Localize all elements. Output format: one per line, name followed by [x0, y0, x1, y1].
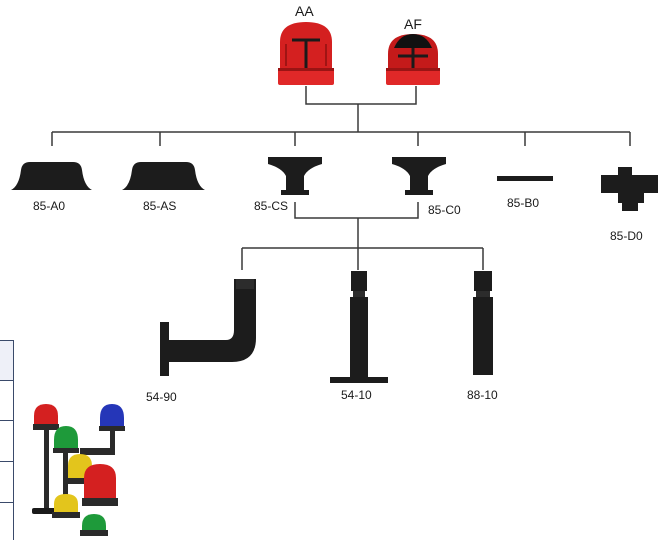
pole-54-90-icon: [160, 279, 256, 376]
pole-54-10-icon: [330, 271, 388, 383]
table-header-fill: [0, 340, 13, 380]
label-54-10: 54-10: [341, 388, 372, 402]
label-85-a0: 85-A0: [33, 199, 66, 213]
base-85-as-icon: [122, 162, 205, 190]
label-85-d0: 85-D0: [610, 229, 643, 243]
aa-light-icon: [278, 22, 334, 85]
label-aa: AA: [295, 3, 314, 19]
table-row-line: [0, 380, 14, 381]
base-85-b0-icon: [497, 176, 553, 181]
label-af: AF: [404, 16, 422, 32]
connector-lines: [51, 86, 631, 270]
base-85-a0-icon: [11, 162, 92, 190]
base-85-d0-icon: [601, 167, 658, 211]
pole-drop-lines: [241, 248, 484, 270]
label-85-cs: 85-CS: [254, 199, 289, 213]
af-light-icon: [386, 34, 440, 85]
table-border: [13, 340, 14, 540]
beacon-assortment-photo: [32, 404, 125, 536]
table-fragment: [0, 340, 14, 540]
label-85-b0: 85-B0: [507, 196, 540, 210]
label-85-as: 85-AS: [143, 199, 177, 213]
top-pair-connector: [305, 86, 417, 105]
base-85-c0-icon: [392, 157, 446, 195]
base-drop-lines: [51, 132, 631, 146]
label-85-c0: 85-C0: [428, 203, 461, 217]
pole-88-10-icon: [473, 271, 493, 375]
table-row-line: [0, 502, 14, 503]
label-88-10: 88-10: [467, 388, 498, 402]
table-row-line: [0, 340, 14, 341]
table-row-line: [0, 420, 14, 421]
mount-pair-connector: [294, 202, 419, 219]
label-54-90: 54-90: [146, 390, 177, 404]
base-85-cs-icon: [268, 157, 322, 195]
table-row-line: [0, 461, 14, 462]
